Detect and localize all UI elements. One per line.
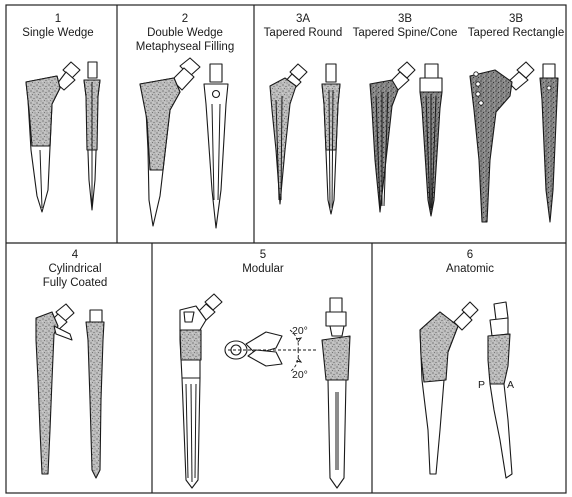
panel-5-number: 5: [260, 249, 266, 261]
posterior-label: P: [478, 379, 485, 391]
tapered-cone-stem-lateral-view: [419, 63, 443, 217]
panel-1-title: Single Wedge: [22, 27, 93, 39]
panel-3b-rect-title: Tapered Rectangle: [468, 27, 565, 39]
panel-6-title: Anatomic: [446, 263, 494, 275]
tapered-spine-stem-ap-view: [369, 61, 416, 213]
anatomic-stem-lateral-view: P A: [478, 301, 514, 479]
panel-4-title-line-2: Fully Coated: [43, 277, 108, 289]
tapered-round-stem-lateral-view: [321, 63, 341, 215]
panel-frames: [5, 4, 567, 494]
panel-3a-number: 3A: [296, 13, 310, 25]
cylindrical-stem-ap-view: [35, 303, 75, 475]
panel-3b-spine-number: 3B: [398, 13, 412, 25]
panel-6-number: 6: [467, 249, 473, 261]
panel-4-title-line-1: Cylindrical: [48, 263, 101, 275]
anatomic-stem-ap-view: [419, 301, 479, 475]
panel-1-illustrations: [25, 61, 101, 213]
tapered-round-stem-ap-view: [269, 63, 308, 205]
tapered-rectangle-stem-lateral-view: [539, 63, 559, 223]
panel-4-illustrations: [35, 303, 105, 479]
tapered-rectangle-stem-ap-view: [469, 61, 535, 223]
cylindrical-stem-lateral-view: [85, 309, 105, 479]
panel-1-number: 1: [55, 13, 61, 25]
panel-3a-illustrations: [269, 63, 341, 215]
single-wedge-stem-ap-view: [25, 61, 81, 213]
modular-stem-lateral-view: [321, 297, 351, 489]
angle-label-top: 20°: [292, 325, 308, 337]
panel-5-illustrations: 20° 20°: [179, 293, 351, 489]
panel-2-number: 2: [182, 13, 188, 25]
panel-3a-title: Tapered Round: [264, 27, 343, 39]
double-wedge-stem-lateral-view: [203, 63, 229, 229]
anterior-label: A: [507, 379, 514, 391]
panel-4-number: 4: [72, 249, 79, 261]
panel-3b-rect-illustrations: [469, 61, 559, 223]
panel-2-illustrations: [139, 57, 229, 229]
panel-3b-rect-number: 3B: [509, 13, 523, 25]
panel-5-title: Modular: [242, 263, 284, 275]
panel-6-illustrations: P A: [419, 301, 514, 479]
double-wedge-stem-ap-view: [139, 57, 201, 227]
panel-3b-spine-illustrations: [369, 61, 443, 217]
single-wedge-stem-lateral-view: [83, 61, 101, 211]
modular-neck-rotation-diagram: 20° 20°: [224, 325, 316, 381]
panel-3b-spine-title: Tapered Spine/Cone: [353, 27, 458, 39]
modular-stem-ap-view: [179, 293, 223, 489]
angle-label-bottom: 20°: [292, 369, 308, 381]
panel-2-title-line-1: Double Wedge: [147, 27, 223, 39]
panel-titles: 1 Single Wedge 2 Double Wedge Metaphysea…: [22, 13, 564, 289]
panel-2-title-line-2: Metaphyseal Filling: [136, 41, 234, 53]
